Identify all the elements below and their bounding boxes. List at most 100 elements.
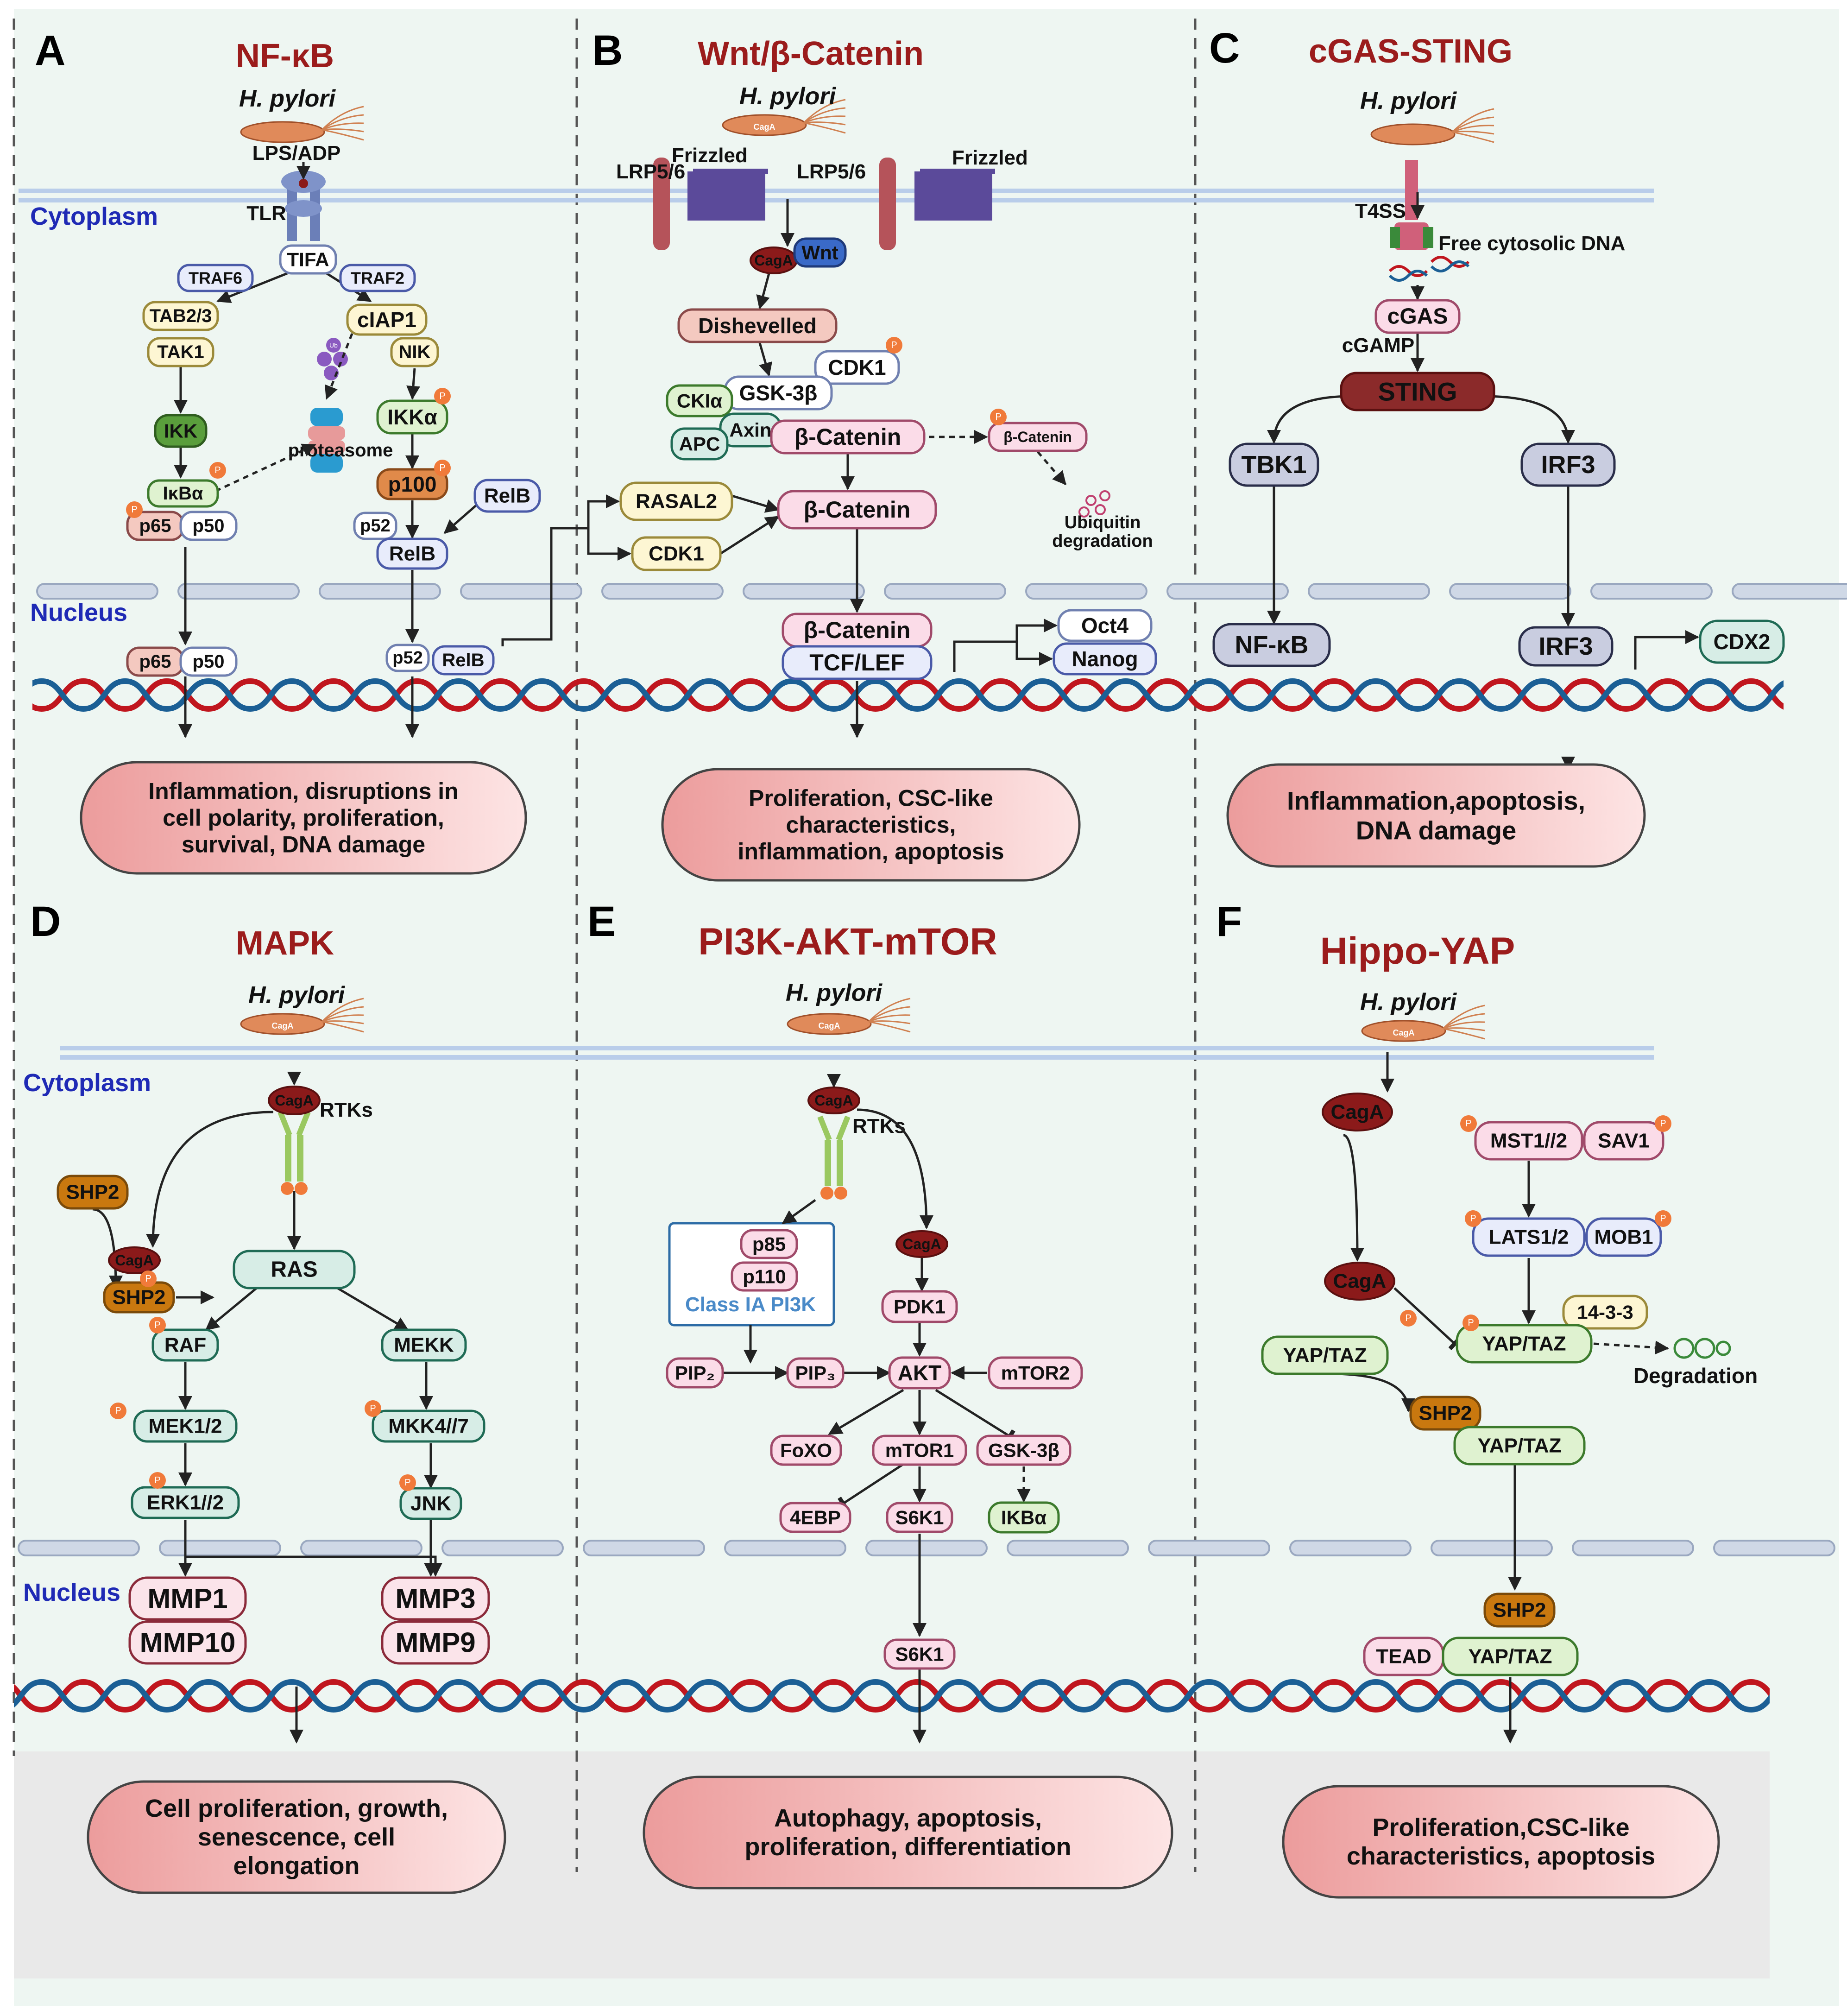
node-b-nodes-gsk: GSK-3β [724,375,833,411]
svg-text:TAB2/3: TAB2/3 [150,306,212,326]
phospho-icon: P [399,1474,416,1491]
outcome-line: elongation [233,1852,360,1880]
svg-text:MKK4//7: MKK4//7 [388,1415,469,1438]
phospho-icon: P [434,460,451,476]
cytoplasm-label-a: Cytoplasm [30,202,158,230]
svg-text:TEAD: TEAD [1376,1645,1431,1668]
lrp-receptor-1 [653,158,670,250]
svg-text:TAK1: TAK1 [157,342,204,362]
svg-text:P: P [1470,1213,1476,1224]
node-b-nodes-ckia: CKIα [666,384,733,417]
phospho-icon: P [434,388,451,404]
svg-text:CagA: CagA [818,1021,840,1030]
svg-text:CagA: CagA [1393,1028,1414,1037]
svg-text:MMP3: MMP3 [395,1583,475,1614]
svg-text:MMP1: MMP1 [147,1583,227,1614]
svg-text:NF-κB: NF-κB [1235,631,1308,659]
node-b-nodes-cdk1b: CDK1 [631,536,722,571]
svg-text:RelB: RelB [442,650,484,670]
arrow [857,1108,933,1229]
node-b-nodes-dvl: Dishevelled [677,308,838,343]
lrp-receptor-2 [879,158,896,250]
nucleus-label-a: Nucleus [30,599,127,626]
cdk1-connector [587,528,631,561]
panel-title-a: NF-κB [236,38,334,75]
rtk-receptor-d [277,1111,311,1195]
node-e-nodes-caga2: CagA [895,1230,948,1258]
node-a-nodes-p100: p100 [376,468,448,500]
panel-title-c: cGAS-STING [1309,33,1513,70]
node-f-nodes-shp2n: SHP2 [1483,1593,1556,1628]
node-f-nodes-yap2: YAP/TAZ [1261,1335,1389,1375]
svg-text:TBK1: TBK1 [1241,451,1306,479]
svg-text:Dishevelled: Dishevelled [698,314,817,338]
node-f-nodes-yapn: YAP/TAZ [1442,1637,1579,1676]
pathogen-label-c: H. pylori [1360,88,1457,114]
node-a-nodes-p52: p52 [353,512,397,540]
arrow [935,1389,1015,1444]
node-d-nodes-mekk: MEKK [381,1328,467,1362]
node-c-nodes-irf3: IRF3 [1520,442,1616,487]
rtks-label-e: RTKs [852,1115,906,1138]
svg-text:P: P [115,1406,121,1416]
outcome-line: cell polarity, proliferation, [163,805,444,831]
svg-text:TCF/LEF: TCF/LEF [809,650,905,676]
node-a-nodes-ikba: IκBα [147,479,219,508]
arrow [1267,395,1353,444]
svg-text:APC: APC [679,433,720,455]
svg-text:NIK: NIK [399,342,431,362]
lrp-label-2: LRP5/6 [797,160,866,183]
node-a-nodes-p65: p65 [126,511,184,541]
node-d-nodes-mmp9: MMP9 [381,1620,490,1665]
node-e-nodes-p85: p85 [740,1229,798,1259]
svg-text:P: P [1468,1318,1474,1328]
svg-text:P: P [214,465,221,475]
nanog-connector [1015,642,1053,666]
outcome-line: Proliferation, CSC-like [749,785,993,811]
svg-text:Nanog: Nanog [1072,647,1138,671]
panel-letter-c: C [1209,25,1240,72]
degradation-label-f: Degradation [1633,1364,1758,1388]
svg-text:RASAL2: RASAL2 [636,490,717,513]
svg-text:Oct4: Oct4 [1081,613,1129,638]
svg-text:CDK1: CDK1 [828,355,886,379]
phospho-icon: P [140,1270,157,1287]
svg-text:CagA: CagA [814,1092,853,1109]
node-f-nodes-sav1: SAV1 [1583,1121,1664,1161]
node-b-nodes-cdk1a: CDK1 [814,350,900,385]
pathogen-label-a: H. pylori [239,85,336,112]
arrow [1393,1287,1461,1351]
node-f-nodes-s1433: 14-3-3 [1562,1295,1648,1330]
node-a-nodes-ikka: IKKα [376,399,448,435]
svg-text:MOB1: MOB1 [1594,1226,1653,1249]
phospho-icon: P [1400,1310,1417,1327]
node-b-nodes-bcatp: β-Catenin [988,422,1088,452]
relb-connector [501,527,588,646]
phospho-icon: P [149,1472,166,1489]
svg-text:mTOR1: mTOR1 [885,1440,954,1461]
outcome-line: characteristics, apoptosis [1347,1842,1655,1870]
svg-text:P: P [439,463,445,473]
node-b-nodes-nanog: Nanog [1053,642,1157,676]
svg-text:p52: p52 [392,648,422,668]
svg-text:p52: p52 [360,516,390,536]
panel-title-d: MAPK [236,925,334,962]
svg-text:RelB: RelB [484,485,530,507]
svg-text:CagA: CagA [275,1092,314,1109]
proteasome-icon [308,408,345,473]
arrow [731,494,780,513]
phospho-icon: P [1465,1210,1481,1227]
panel-title-f: Hippo-YAP [1320,930,1515,972]
svg-text:CagA: CagA [271,1021,293,1030]
arrow [719,515,780,555]
svg-text:p50: p50 [193,516,225,536]
svg-text:P: P [154,1320,160,1330]
node-c-nodes-irf3n: IRF3 [1518,626,1614,667]
outcome-line: senescence, cell [198,1823,395,1851]
phospho-icon: P [126,501,143,518]
svg-text:P: P [891,340,897,350]
pathogen-label-f: H. pylori [1360,989,1457,1016]
svg-text:YAP/TAZ: YAP/TAZ [1283,1344,1367,1367]
